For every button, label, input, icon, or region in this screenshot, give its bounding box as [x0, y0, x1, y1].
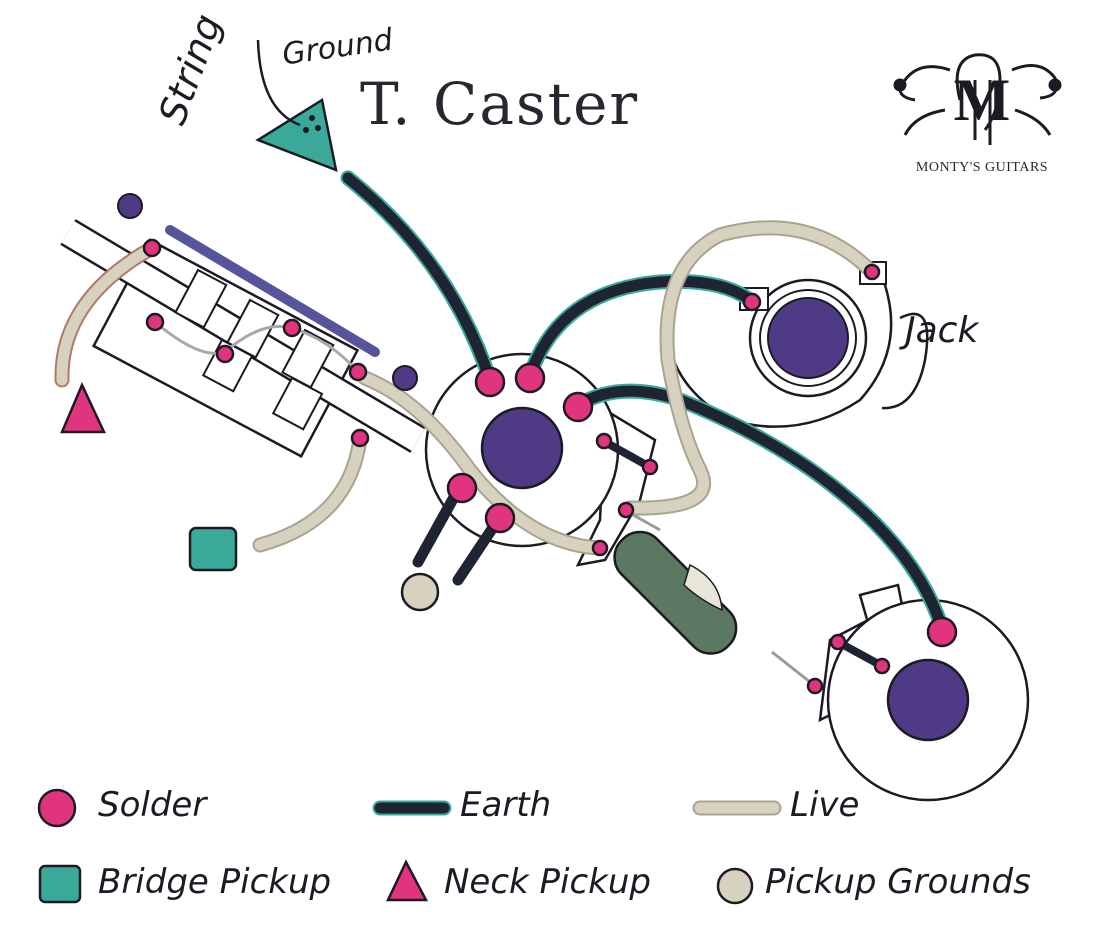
solder-point — [145, 312, 165, 332]
legend-solder-swatch — [37, 788, 77, 828]
solder-point — [282, 318, 302, 338]
solder-point — [350, 428, 370, 448]
solder-point — [142, 238, 162, 258]
brand-logo: M — [893, 53, 1062, 145]
solder-point — [474, 366, 506, 398]
legend-bridge-pickup-label: Bridge Pickup — [98, 862, 332, 902]
solder-points — [142, 238, 958, 695]
solder-point — [863, 263, 881, 281]
solder-point — [514, 362, 546, 394]
tone-capacitor — [613, 510, 816, 688]
jack-label-curve — [881, 312, 929, 410]
solder-point — [641, 458, 659, 476]
solder-point — [926, 616, 958, 648]
switch-mount-screw — [392, 365, 418, 391]
solder-point — [484, 502, 516, 534]
solder-point — [215, 344, 235, 364]
solder-point — [348, 362, 368, 382]
live-wires — [54, 220, 880, 556]
solder-point — [595, 432, 613, 450]
svg-text:M: M — [954, 67, 1011, 133]
earth-wires — [340, 170, 950, 670]
solder-point — [742, 292, 762, 312]
solder-point — [562, 391, 594, 423]
switch-mount-screw — [117, 193, 143, 219]
string-ground-terminal — [255, 97, 338, 172]
legend-grounds-swatch — [716, 867, 754, 905]
legend-neck-pickup-label: Neck Pickup — [444, 862, 652, 902]
legend-neck-swatch — [386, 859, 429, 902]
legend — [37, 788, 782, 905]
string-label-curve — [256, 39, 301, 127]
pickup-ground-terminal — [400, 572, 440, 612]
solder-point — [806, 677, 824, 695]
jack-label: Jack — [905, 310, 979, 351]
solder-point — [829, 633, 847, 651]
legend-earth-label: Earth — [460, 785, 552, 825]
diagram-title: T. Caster — [360, 70, 640, 138]
bridge-pickup-terminal — [188, 526, 238, 572]
solder-point — [591, 539, 609, 557]
solder-point — [873, 657, 891, 675]
legend-bridge-swatch — [38, 864, 82, 904]
solder-point — [446, 472, 478, 504]
brand-name: MONTY'S GUITARS — [915, 160, 1049, 175]
neck-pickup-terminal — [60, 381, 106, 434]
legend-live-label: Live — [790, 785, 860, 825]
legend-pickup-grounds-label: Pickup Grounds — [765, 862, 1031, 902]
solder-point — [617, 501, 635, 519]
legend-solder-label: Solder — [98, 785, 207, 825]
tone-pot — [818, 583, 1030, 802]
